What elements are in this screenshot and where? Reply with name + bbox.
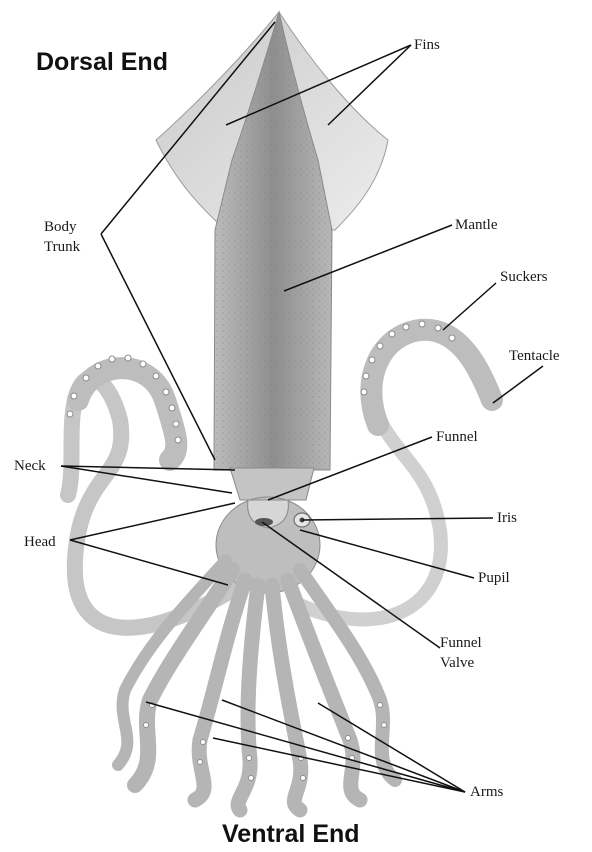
funnel-valve-label-line1: Funnel	[440, 634, 482, 652]
arms-label: Arms	[470, 783, 503, 801]
ventral-end-heading: Ventral End	[222, 820, 360, 849]
arms-group	[118, 560, 395, 810]
head-label: Head	[24, 533, 56, 551]
pupil-label: Pupil	[478, 569, 510, 587]
body-trunk-label-line2: Trunk	[44, 238, 80, 256]
neck-label: Neck	[14, 457, 46, 475]
iris-label: Iris	[497, 509, 517, 527]
funnel-label: Funnel	[436, 428, 478, 446]
suckers-label: Suckers	[500, 268, 548, 286]
mantle-label: Mantle	[455, 216, 498, 234]
dorsal-end-heading: Dorsal End	[36, 48, 168, 77]
tentacle-label: Tentacle	[509, 347, 560, 365]
body-trunk-label-line1: Body	[44, 218, 77, 236]
neck-shape	[230, 468, 314, 500]
funnel-valve-label-line2: Valve	[440, 654, 474, 672]
fins-label: Fins	[414, 36, 440, 54]
